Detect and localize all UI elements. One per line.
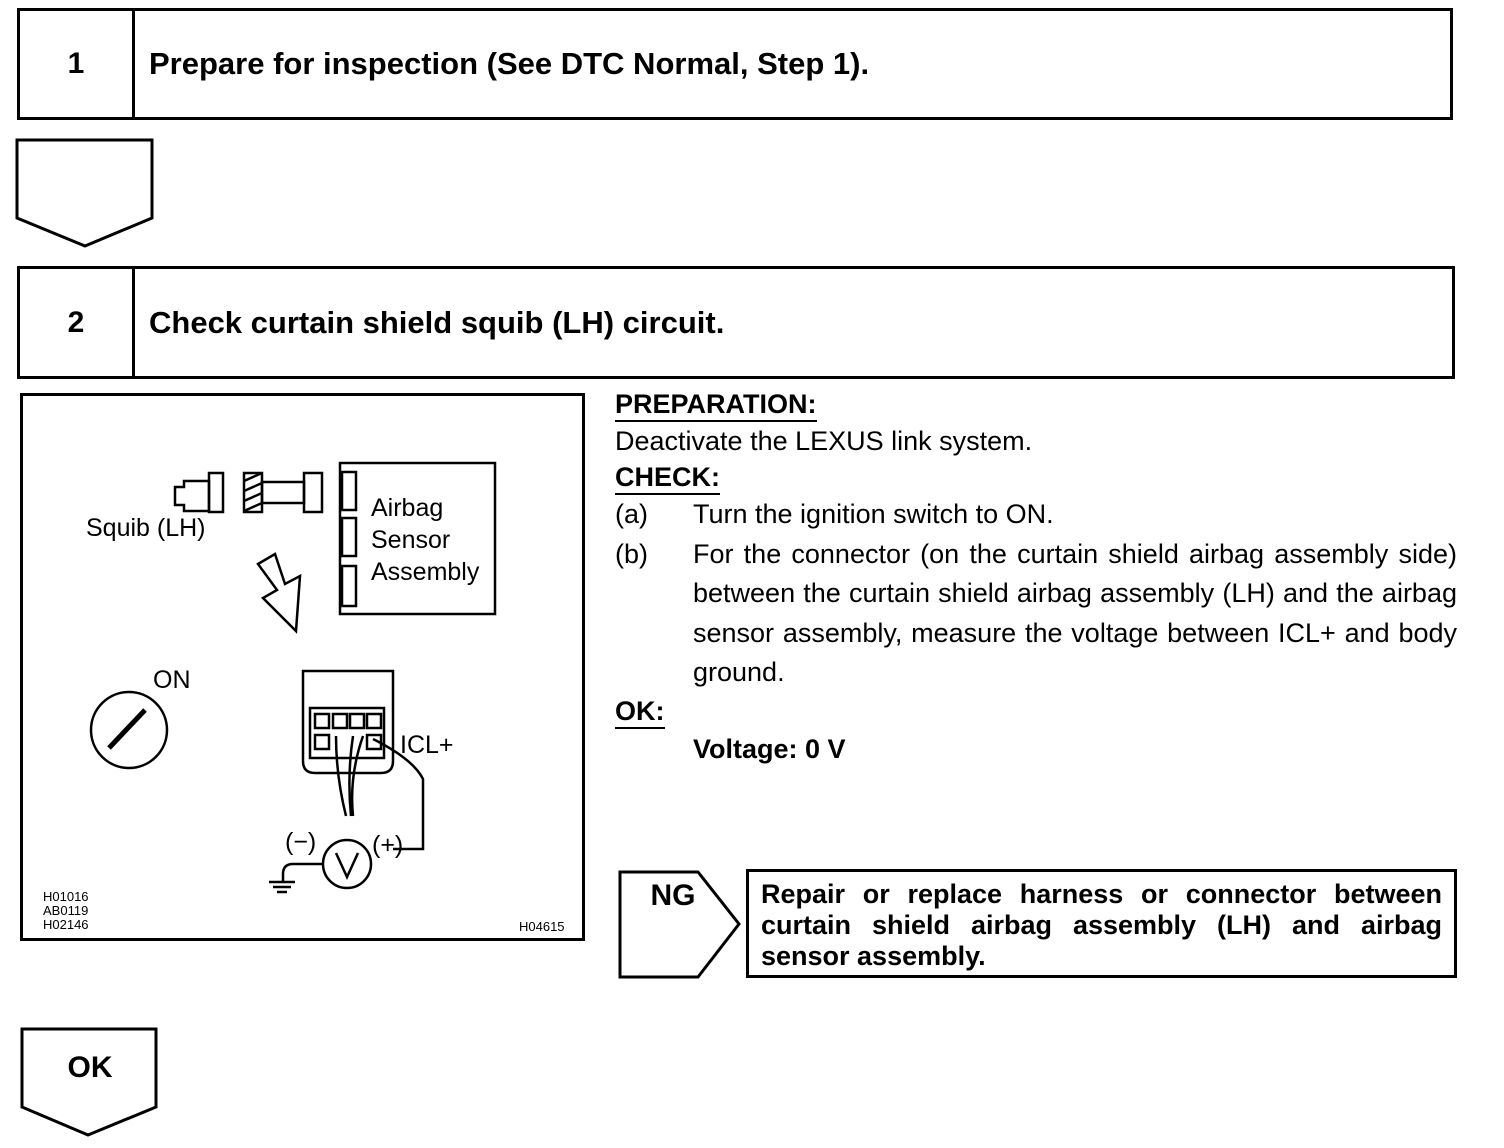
ok-heading: OK:: [615, 695, 665, 729]
sensor-label-line-3: Assembly: [371, 558, 480, 586]
check-item-b: (b) For the connector (on the curtain sh…: [615, 535, 1457, 693]
squib-label: Squib (LH): [86, 514, 206, 542]
step-1-title: Prepare for inspection (See DTC Normal, …: [149, 46, 870, 81]
instructions: PREPARATION: Deactivate the LEXUS link s…: [615, 388, 1457, 769]
ignition-on-label: ON: [153, 666, 191, 694]
step-2-number: 2: [20, 269, 135, 376]
ng-label: NG: [650, 879, 696, 912]
down-arrow-icon: [20, 1027, 158, 1137]
sensor-label-line-2: Sensor: [371, 526, 451, 554]
minus-probe-label: (−): [285, 828, 317, 856]
step-2-title: Check curtain shield squib (LH) circuit.: [149, 304, 725, 340]
step-2-header: 2 Check curtain shield squib (LH) circui…: [17, 266, 1455, 379]
wiring-figure: Squib (LH) Airbag Sensor Assembly ON ICL…: [20, 393, 585, 941]
ng-action-box: Repair or replace harness or connector b…: [746, 869, 1457, 978]
step-1-header: 1 Prepare for inspection (See DTC Normal…: [17, 8, 1453, 120]
sensor-label-line-1: Airbag: [371, 494, 444, 522]
figure-codes-left: H01016 AB0119 H02146: [43, 889, 89, 932]
check-item-text: Turn the ignition switch to ON.: [693, 499, 1054, 529]
check-item-text: For the connector (on the curtain shield…: [693, 538, 1457, 688]
ng-arrow: NG: [618, 869, 744, 981]
ok-label: OK: [67, 1051, 113, 1084]
check-item-marker: (a): [615, 499, 648, 529]
check-item-a: (a) Turn the ignition switch to ON.: [615, 495, 1457, 535]
ok-arrow: OK: [20, 1027, 160, 1139]
figure-code-right: H04615: [519, 919, 565, 934]
down-arrow-icon: [15, 138, 154, 248]
check-heading: CHECK:: [615, 461, 720, 495]
right-arrow-icon: [618, 870, 741, 979]
ok-value: Voltage: 0 V: [693, 733, 846, 764]
continue-arrow-1: [15, 138, 157, 250]
connector-diagram: [89, 461, 497, 894]
plus-probe-label: (+): [372, 831, 404, 859]
step-1-number: 1: [20, 11, 135, 117]
check-item-marker: (b): [615, 538, 648, 569]
preparation-heading: PREPARATION:: [615, 388, 817, 422]
preparation-text: Deactivate the LEXUS link system.: [615, 426, 1033, 456]
icl-plus-label: ICL+: [400, 731, 454, 759]
